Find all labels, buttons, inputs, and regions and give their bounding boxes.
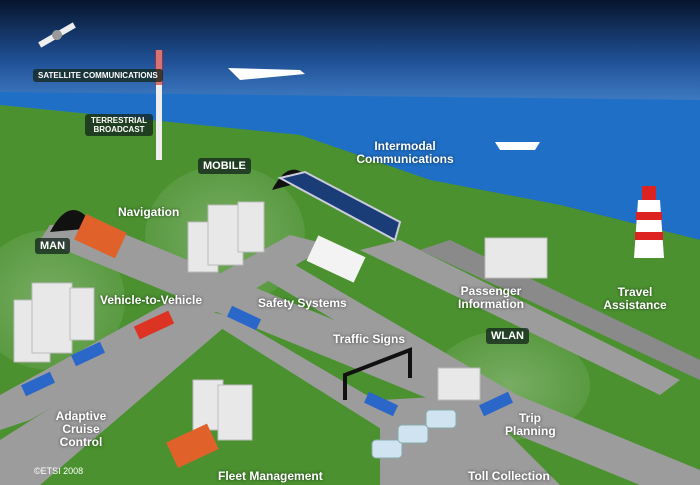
intermodal-communications-label: Intermodal Communications	[356, 139, 454, 166]
train	[277, 170, 402, 242]
mobile-label: MOBILE	[198, 158, 251, 174]
ship-icon	[495, 142, 540, 150]
toll-collection-label: Toll Collection	[468, 469, 550, 483]
traffic-sign-gantry	[343, 347, 412, 400]
satellite-icon	[38, 22, 76, 48]
roads	[0, 222, 700, 485]
terrestrial-broadcast-label: TERRESTRIAL BROADCAST	[85, 114, 153, 136]
vehicles	[20, 214, 514, 468]
vehicle-to-vehicle-label: Vehicle-to-Vehicle	[100, 293, 203, 307]
broadcast-tower	[156, 50, 162, 160]
wlan-label: WLAN	[486, 328, 529, 344]
man-label: MAN	[35, 238, 71, 254]
fleet-management-label: Fleet Management	[218, 469, 323, 483]
passenger-information-label: Passenger Information	[458, 284, 524, 311]
safety-systems-label: Safety Systems	[258, 296, 347, 310]
toll-booths	[371, 409, 457, 459]
buildings	[13, 201, 548, 441]
adaptive-cruise-control-label: Adaptive Cruise Control	[55, 409, 107, 449]
copyright: ©ETSI 2008	[34, 466, 84, 476]
navigation-label: Navigation	[118, 205, 180, 219]
sea	[0, 92, 700, 240]
travel-assistance-label: Travel Assistance	[603, 285, 667, 312]
satellite-communications-label: SATELLITE COMMUNICATIONS	[33, 69, 163, 82]
trip-planning-label: Trip Planning	[505, 411, 556, 438]
lighthouse	[634, 186, 664, 258]
traffic-signs-label: Traffic Signs	[333, 332, 406, 346]
airplane-icon	[228, 68, 305, 80]
